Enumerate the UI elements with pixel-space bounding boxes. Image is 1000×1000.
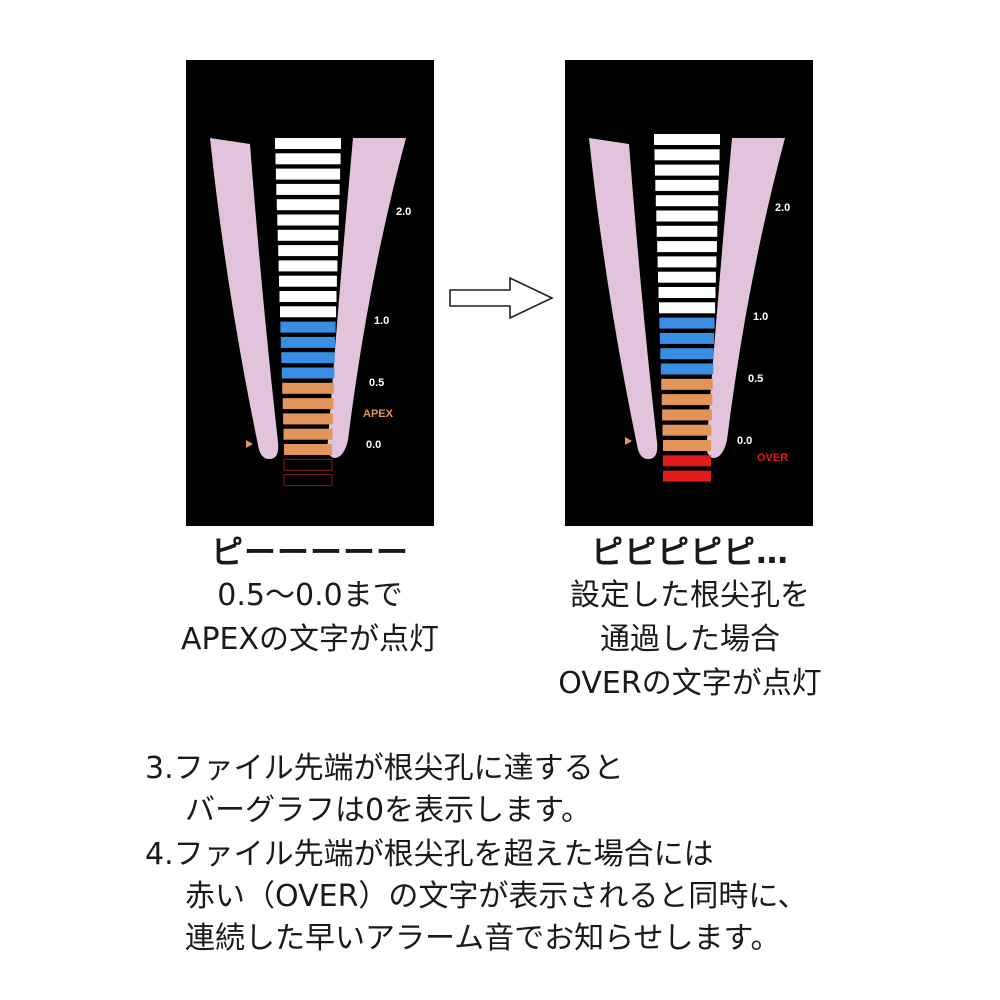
bar-segment-white [654, 164, 720, 176]
bar-segment-orange [282, 382, 334, 394]
caption-over: ピピピピピ… 設定した根尖孔を 通過した場合 OVERの文字が点灯 [500, 530, 880, 706]
scale-label-0-5: 0.5 [748, 373, 763, 385]
meter-display-apex: 2.0 1.0 0.5 APEX 0.0 [186, 60, 434, 526]
bar-segment-orange [663, 440, 711, 451]
bar-segment-white [276, 199, 340, 211]
over-indicator: OVER [757, 452, 788, 464]
bar-segment-white [277, 229, 339, 241]
bar-segment-orange [283, 428, 333, 440]
apex-indicator: APEX [363, 408, 394, 420]
caption-line: APEXの文字が点灯 [180, 622, 440, 657]
scale-label-1-0: 1.0 [753, 311, 768, 323]
triangle-right-icon [246, 440, 253, 448]
note-line: ファイル先端が根尖孔を超えた場合には [173, 837, 714, 872]
scale-label-2-0: 2.0 [775, 202, 790, 214]
bar-segment-orange [661, 394, 713, 406]
bar-segment-orange [283, 413, 333, 425]
bar-segment-white [275, 138, 341, 149]
note-number: 4. [145, 837, 174, 872]
bar-segment-white [280, 306, 337, 318]
bar-segment-orange [282, 398, 334, 410]
caption-line: 通過した場合 [600, 622, 780, 657]
bar-segment-white [276, 183, 340, 195]
scale-label-0-0: 0.0 [366, 439, 381, 451]
caption-line: 0.5〜0.0まで [217, 578, 403, 613]
scale-label-0-5: 0.5 [369, 377, 384, 389]
meter-display-over: 2.0 1.0 0.5 0.0 OVER [565, 60, 813, 526]
note-line: 連続した早いアラーム音でお知らせします。 [185, 921, 781, 956]
bar-segment-blue [281, 367, 335, 379]
beep-sound-title: ピーーーーー [210, 533, 409, 571]
note-item-3: 3.ファイル先端が根尖孔に達すると バーグラフは0を表示します。 [145, 748, 624, 832]
bar-segment-white [657, 256, 717, 268]
bar-segment-white [279, 291, 337, 302]
beep-sound-title: ピピピピピ… [590, 533, 789, 571]
bar-segment-white [656, 225, 718, 237]
bar-segment-red [663, 455, 711, 467]
tube-left-wall [210, 138, 279, 460]
bar-segment-blue [660, 363, 714, 375]
note-number: 3. [145, 751, 174, 786]
bar-segment-white [655, 195, 719, 207]
bar-segment-white [659, 302, 716, 314]
note-line: 赤い（OVER）の文字が表示されると同時に、 [185, 879, 808, 914]
caption-apex: ピーーーーー 0.5〜0.0まで APEXの文字が点灯 [140, 530, 480, 662]
bar-segment-white [277, 214, 339, 226]
bar-segment-off [283, 474, 333, 487]
caption-line: 設定した根尖孔を [570, 578, 810, 613]
bar-segment-blue [659, 317, 715, 329]
bar-segment-white [657, 241, 717, 253]
bar-segment-white [655, 179, 719, 191]
bar-segment-orange [661, 378, 713, 390]
scale-label-0-0: 0.0 [737, 435, 752, 447]
bar-segment-blue [659, 332, 715, 344]
bar-segment-white [658, 271, 716, 283]
bar-segment-off [283, 458, 333, 471]
bar-segment-white [658, 287, 716, 298]
bar-segment-blue [280, 321, 336, 333]
bar-segment-white [275, 153, 341, 165]
bar-segment-orange [662, 424, 712, 436]
note-line: ファイル先端が根尖孔に達すると [173, 751, 624, 786]
scale-label-2-0: 2.0 [396, 206, 411, 218]
bar-segment-blue [660, 348, 714, 360]
bar-segment-white [654, 134, 720, 145]
scale-label-1-0: 1.0 [374, 315, 389, 327]
bar-segment-white [654, 149, 720, 161]
note-line: バーグラフは0を表示します。 [185, 793, 592, 828]
bar-segment-red [663, 470, 711, 482]
caption-line: OVERの文字が点灯 [558, 666, 822, 701]
meter-graphic: 2.0 1.0 0.5 0.0 OVER [589, 134, 790, 482]
tube-left-wall [589, 138, 658, 460]
tube-right-wall [706, 138, 785, 458]
arrow-right-icon [449, 276, 554, 320]
note-item-4: 4.ファイル先端が根尖孔を超えた場合には 赤い（OVER）の文字が表示されると同… [145, 834, 808, 960]
triangle-right-icon [625, 437, 632, 445]
bar-segment-orange [284, 444, 332, 455]
bar-segment-orange [662, 409, 712, 421]
bar-graph [654, 134, 720, 482]
tube-right-wall [327, 138, 406, 458]
bar-segment-white [278, 260, 338, 272]
bar-segment-blue [281, 352, 335, 364]
bar-segment-white [656, 210, 718, 222]
bar-graph [275, 138, 341, 487]
bar-segment-white [275, 168, 341, 180]
bar-segment-blue [280, 336, 336, 348]
meter-graphic: 2.0 1.0 0.5 APEX 0.0 [210, 138, 411, 487]
bar-segment-white [278, 245, 338, 257]
bar-segment-white [279, 275, 337, 287]
